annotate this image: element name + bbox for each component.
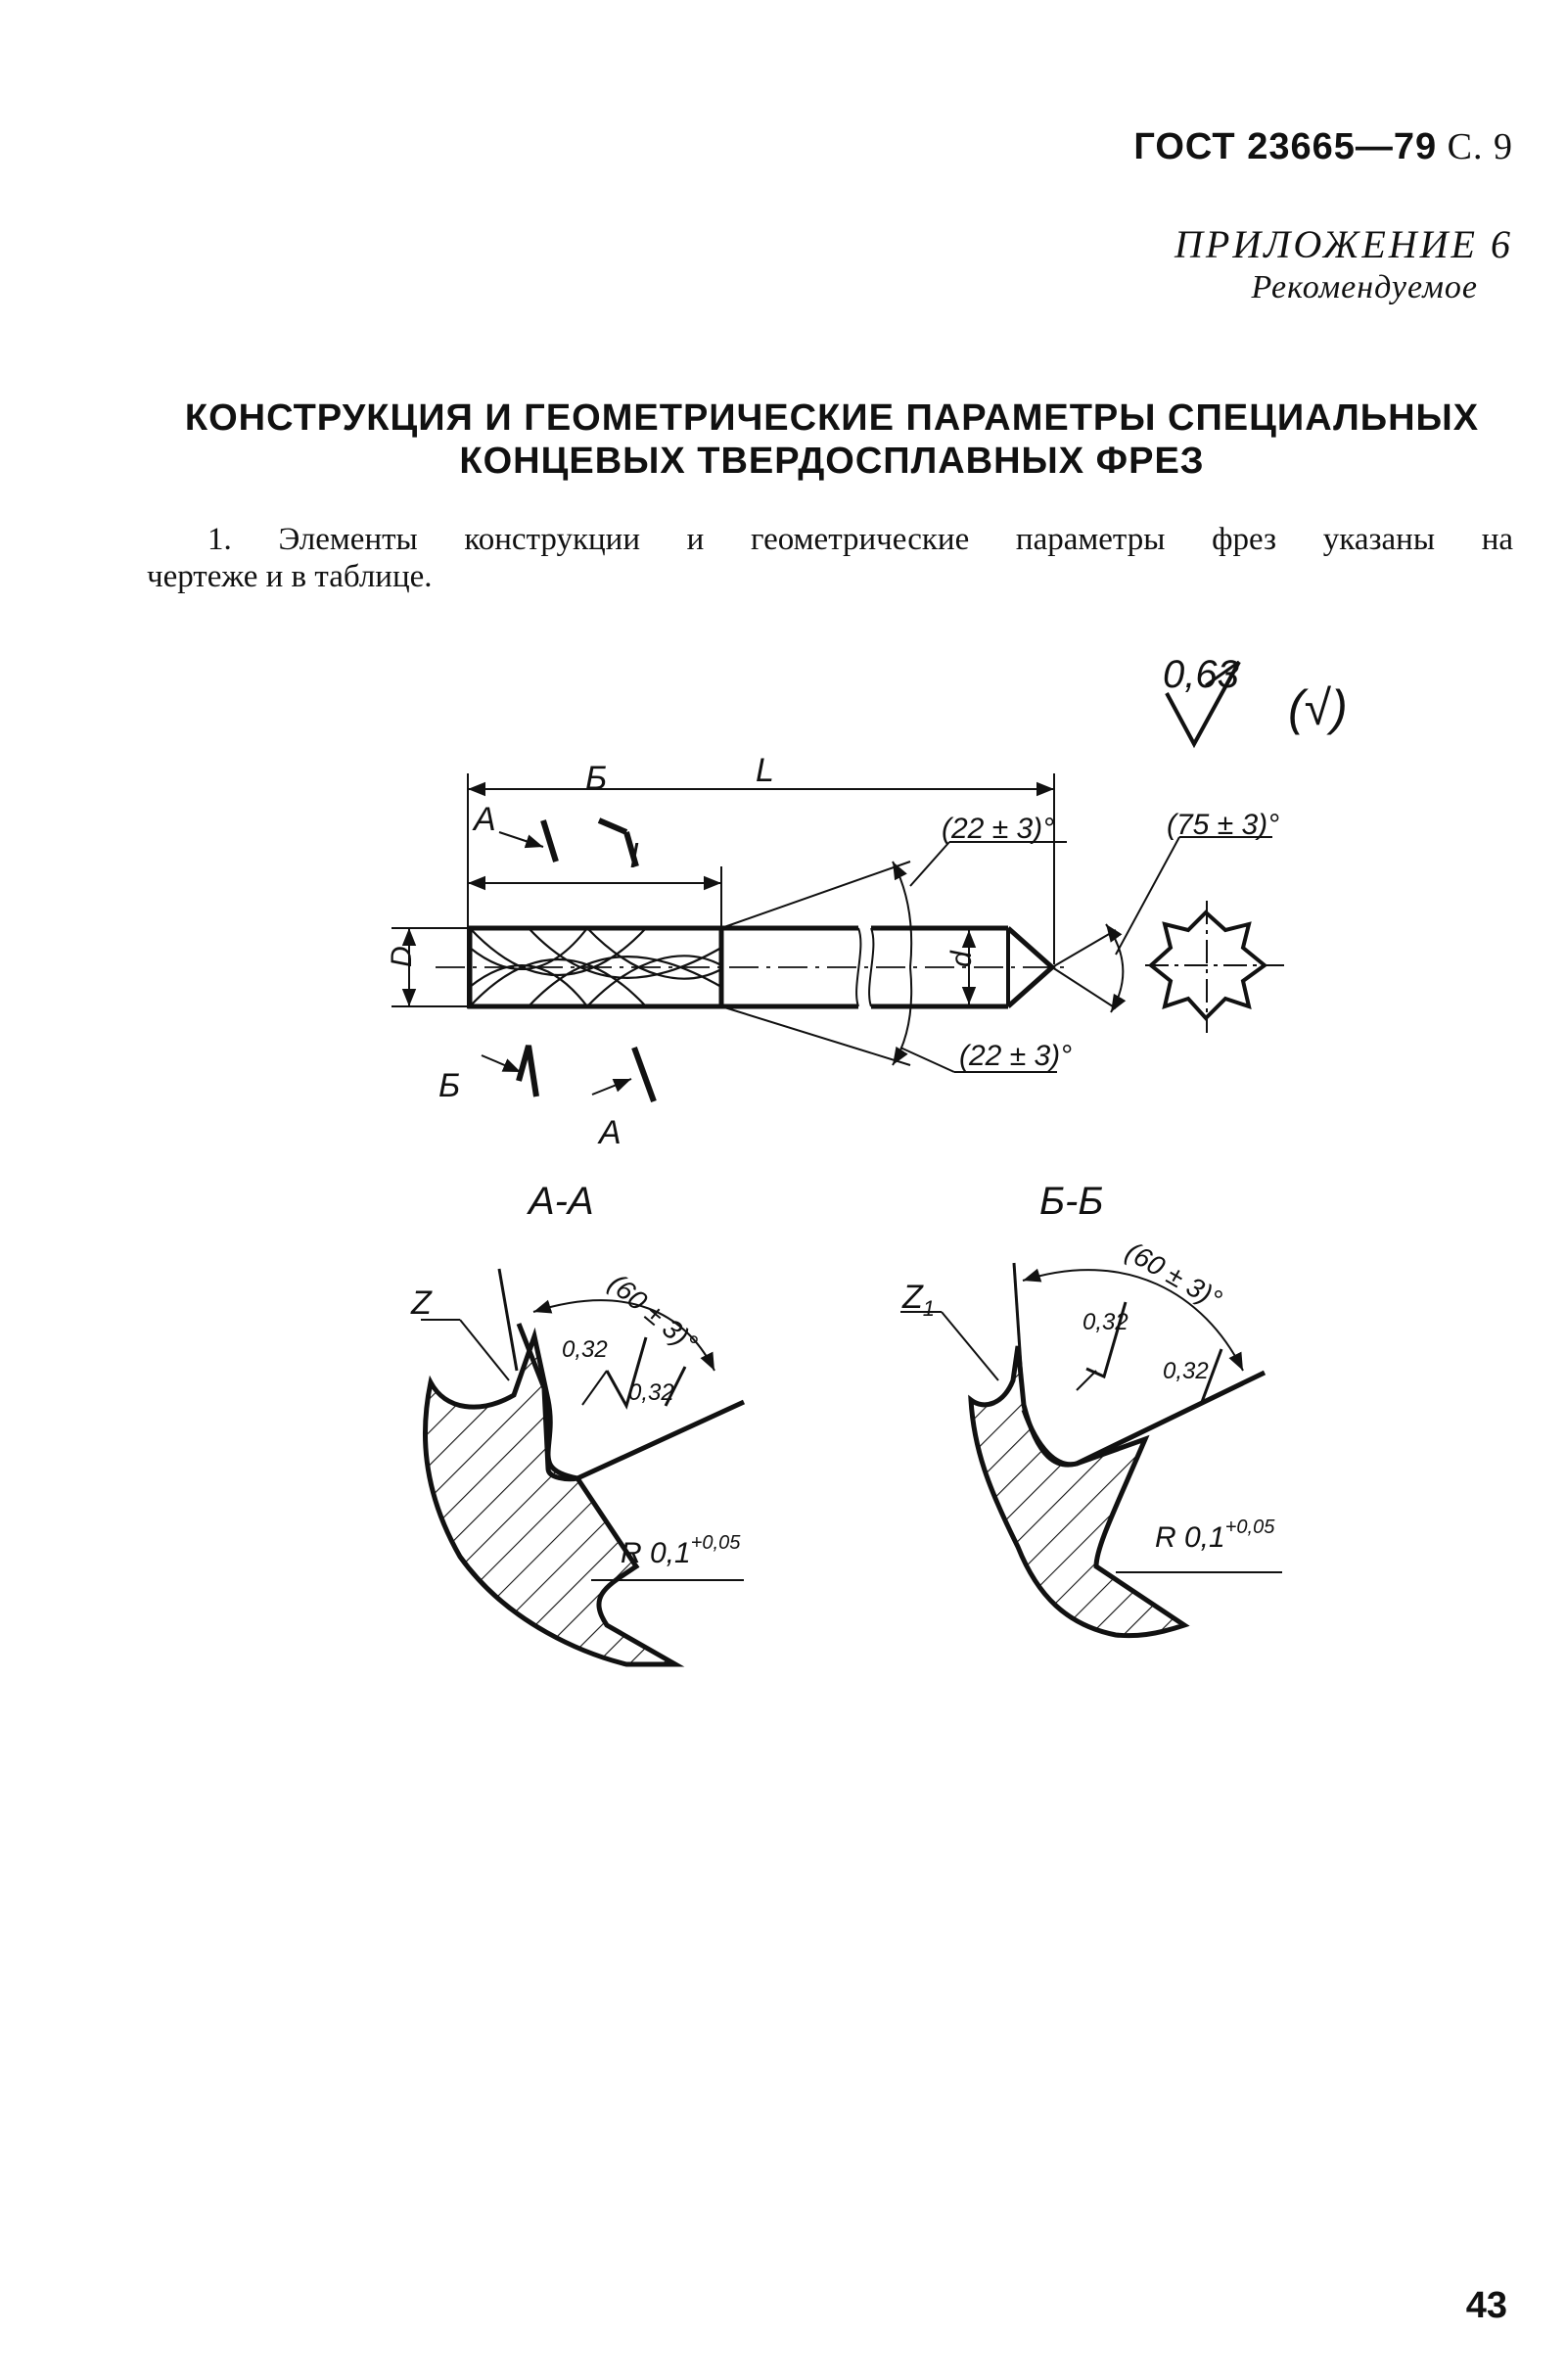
page-reference: С. 9 (1447, 126, 1513, 167)
paragraph-line-1: 1. Элементы конструкции и геометрические… (207, 522, 1513, 557)
radius-BB-tol: +0,05 (1225, 1517, 1275, 1538)
page-number: 43 (1465, 2285, 1507, 2326)
dim-l-label: l (630, 838, 639, 875)
dim-D-label: D (386, 946, 418, 967)
section-mark-B-bottom: Б (438, 1067, 460, 1104)
dim-d-label: d (945, 950, 978, 967)
section-mark-A-top: А (472, 801, 496, 838)
section-BB (900, 1262, 1282, 1639)
radius-BB-base: R 0,1 (1155, 1521, 1225, 1554)
hatched-tooth-AA (422, 1327, 685, 1667)
roughness-BB-1: 0,32 (1082, 1309, 1128, 1335)
section-mark-A-bottom: А (597, 1114, 622, 1151)
dim-L-label: L (756, 752, 774, 789)
label-Z: Z (410, 1284, 433, 1322)
radius-AA: R 0,1+0,05 (621, 1532, 741, 1569)
roughness-AA-2: 0,32 (628, 1379, 674, 1406)
label-Z1-sub: 1 (923, 1296, 935, 1321)
angle-bottom-label: (22 ± 3)° (959, 1040, 1072, 1072)
body-paragraph: 1. Элементы конструкции и геометрические… (147, 521, 1513, 595)
title-line-1: КОНСТРУКЦИЯ И ГЕОМЕТРИЧЕСКИЕ ПАРАМЕТРЫ С… (184, 397, 1480, 439)
angle-top-label: (22 ± 3)° (942, 813, 1054, 845)
roughness-value: 0,63 (1163, 653, 1239, 696)
angle-section-BB: (60 ± 3)° (1121, 1236, 1227, 1315)
section-BB-title: Б-Б (1039, 1180, 1103, 1223)
standard-number: ГОСТ 23665—79 (1133, 126, 1438, 167)
radius-AA-base: R 0,1 (621, 1537, 691, 1569)
title-line-2: КОНЦЕВЫХ ТВЕРДОСПЛАВНЫХ ФРЕЗ (459, 441, 1205, 482)
radius-AA-tol: +0,05 (691, 1532, 741, 1554)
paragraph-line-2: чертеже и в таблице. (147, 559, 433, 594)
dim-B-label: Б (585, 760, 607, 797)
appendix-subtitle: Рекомендуемое (1251, 269, 1478, 305)
roughness-BB-2: 0,32 (1163, 1358, 1209, 1384)
label-Z1: Z1 (901, 1279, 935, 1321)
roughness-other: (√) (1288, 680, 1348, 735)
angle-section-AA: (60 ± 3)° (603, 1268, 703, 1359)
page-header: ГОСТ 23665—79 С. 9 (1133, 125, 1513, 168)
cutter-main-view (392, 773, 1272, 1103)
section-AA (421, 1268, 746, 1667)
roughness-symbol-main: 0,63 (1163, 653, 1241, 749)
appendix-title: ПРИЛОЖЕНИЕ 6 (1174, 222, 1513, 266)
cutter-end-view (1145, 901, 1284, 1033)
radius-BB: R 0,1+0,05 (1155, 1517, 1275, 1554)
section-AA-title: А-А (527, 1180, 594, 1223)
label-Z1-base: Z (901, 1279, 924, 1316)
angle-tip-label: (75 ± 3)° (1167, 809, 1279, 841)
roughness-AA-1: 0,32 (562, 1336, 608, 1363)
document-title: КОНСТРУКЦИЯ И ГЕОМЕТРИЧЕСКИЕ ПАРАМЕТРЫ С… (147, 397, 1517, 483)
